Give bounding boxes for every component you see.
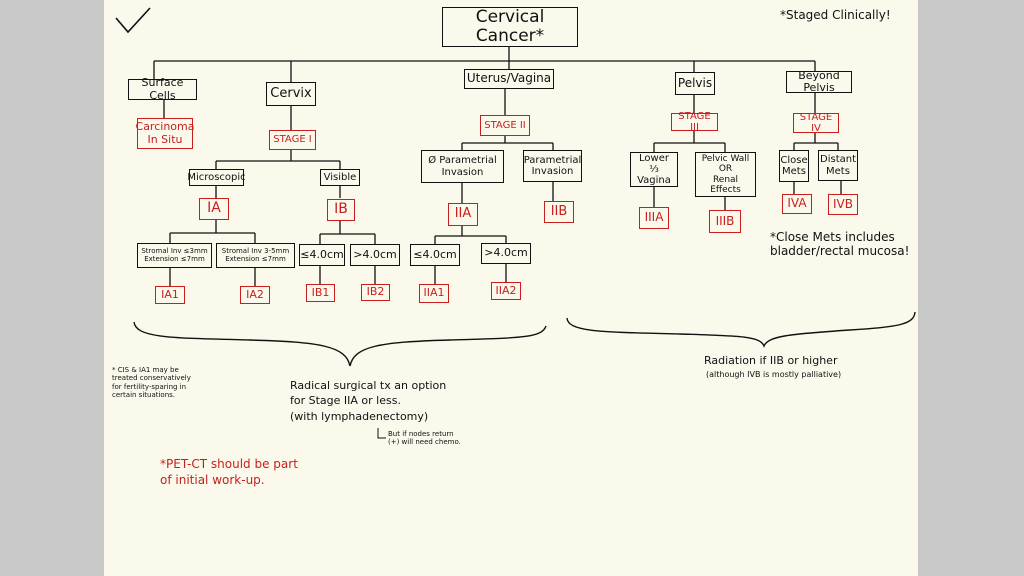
parametrial-invasion-box: Parametrial Invasion: [523, 150, 582, 182]
stage-iia1-box: IIA1: [419, 284, 449, 303]
stromal-3-5mm-box: Stromal Inv 3-5mm Extension ≤7mm: [216, 243, 295, 268]
category-beyond-pelvis: Beyond Pelvis: [786, 69, 852, 94]
microscopic-box: Microscopic: [187, 169, 246, 186]
stage-ib-box: IB: [327, 199, 355, 221]
stage-iib-box: IIB: [544, 201, 574, 223]
pet-ct-note: *PET-CT should be part of initial work-u…: [160, 457, 298, 488]
title-box: Cervical Cancer*: [442, 7, 578, 47]
ib-gt-4cm-box: >4.0cm: [350, 244, 400, 266]
stromal-3mm-box: Stromal Inv ≤3mm Extension ≤7mm: [137, 243, 212, 268]
pelvic-wall-box: Pelvic Wall OR Renal Effects: [695, 152, 756, 197]
stage-iia-box: IIA: [448, 203, 478, 226]
carcinoma-in-situ-box: Carcinoma In Situ: [136, 118, 194, 149]
left-brace: [133, 321, 547, 367]
stage-4-box: STAGE IV: [793, 112, 839, 134]
radical-surgical-note: Radical surgical tx an option for Stage …: [290, 379, 447, 423]
stage-ib1-box: IB1: [306, 284, 335, 302]
stage-ia2-box: IA2: [240, 286, 270, 304]
stage-iiia-box: IIIA: [639, 207, 669, 229]
distant-mets-box: Distant Mets: [818, 150, 858, 181]
staged-clinically-note: *Staged Clinically!: [780, 8, 891, 22]
stage-1-box: STAGE I: [269, 130, 316, 150]
right-brace: [566, 311, 916, 348]
check-mark-icon: [115, 7, 151, 34]
nodes-chemo-note: But if nodes return (+) will need chemo.: [388, 430, 461, 447]
category-surface-cells: Surface Cells: [128, 77, 197, 101]
stage-ia-box: IA: [199, 198, 229, 220]
close-mets-box: Close Mets: [779, 150, 809, 182]
stage-iva-box: IVA: [782, 194, 812, 214]
stage-3-box: STAGE III: [671, 111, 718, 133]
category-uterus-vagina: Uterus/Vagina: [464, 69, 554, 89]
visible-box: Visible: [320, 169, 360, 186]
iia-gt-4cm-box: >4.0cm: [481, 243, 531, 264]
category-cervix: Cervix: [266, 82, 316, 106]
cis-conservative-note: * CIS & IA1 may be treated conservativel…: [112, 366, 191, 400]
stage-iiib-box: IIIB: [709, 210, 741, 233]
stage-ib2-box: IB2: [361, 284, 390, 301]
ib-le-4cm-box: ≤4.0cm: [299, 244, 345, 266]
category-pelvis: Pelvis: [675, 72, 715, 95]
radiation-note: Radiation if IIB or higher: [704, 354, 838, 367]
iia-le-4cm-box: ≤4.0cm: [410, 244, 460, 266]
stage-2-box: STAGE II: [480, 115, 530, 136]
stage-iia2-box: IIA2: [491, 282, 521, 300]
lower-third-vagina-box: Lower ⅓ Vagina: [630, 152, 678, 187]
no-parametrial-invasion-box: Ø Parametrial Invasion: [421, 150, 504, 183]
stage-ivb-box: IVB: [828, 194, 858, 215]
close-mets-note: *Close Mets includes bladder/rectal muco…: [770, 230, 910, 259]
stage-ia1-box: IA1: [155, 286, 185, 304]
radiation-palliative-note: (although IVB is mostly palliative): [706, 370, 842, 379]
